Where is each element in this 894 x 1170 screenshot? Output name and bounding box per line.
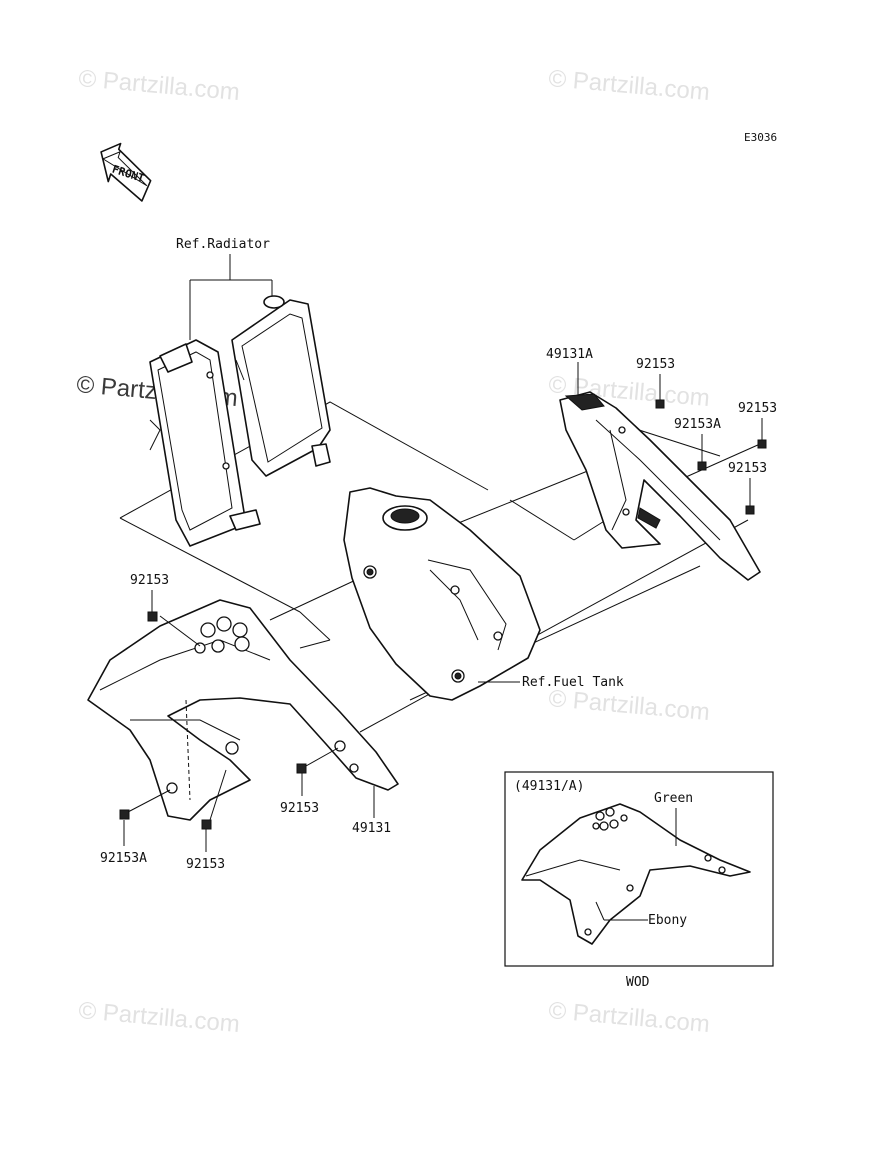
watermark: © Partzilla.com	[77, 997, 240, 1038]
diagram-code: E3036	[744, 131, 777, 144]
bolt-icon	[296, 763, 307, 774]
part-label-49131: 49131	[352, 821, 391, 836]
inset-title: (49131/A)	[514, 779, 584, 794]
bolt-icon	[119, 809, 130, 820]
part-label-92153-top4: 92153	[728, 461, 767, 476]
fuel-tank	[343, 487, 541, 701]
radiator-ref-label: Ref.Radiator	[176, 237, 270, 252]
inset-color-green: Green	[654, 791, 693, 806]
part-label-49131a: 49131A	[546, 347, 593, 362]
fuel-tank-ref-label: Ref.Fuel Tank	[522, 675, 624, 690]
inset-color-ebony: Ebony	[648, 913, 687, 928]
part-label-92153-top2: 92153	[738, 401, 777, 416]
bolt-icon	[147, 611, 158, 622]
bolt-icon	[757, 439, 767, 449]
shroud-left-49131	[87, 599, 399, 821]
bolt-icon	[201, 819, 212, 830]
radiator-right	[231, 295, 331, 477]
part-label-92153-left-top: 92153	[130, 573, 169, 588]
part-label-92153-left-mid: 92153	[280, 801, 319, 816]
watermark: © Partzilla.com	[547, 997, 710, 1038]
bolt-icon	[655, 399, 665, 409]
part-label-92153-bottom: 92153	[186, 857, 225, 872]
shroud-right-49131a	[559, 391, 761, 581]
part-label-92153-top1: 92153	[636, 357, 675, 372]
front-arrow-icon: FRONT	[100, 142, 152, 202]
part-label-92153a-top: 92153A	[674, 417, 721, 432]
inset-caption: WOD	[626, 975, 650, 990]
part-label-92153a-bottom: 92153A	[100, 851, 147, 866]
watermark: © Partzilla.com	[77, 65, 240, 106]
bolt-icon	[745, 505, 755, 515]
radiator-left	[149, 339, 261, 547]
color-variant-inset: (49131/A) Green Ebony	[504, 771, 774, 967]
watermark: © Partzilla.com	[547, 685, 710, 726]
bolt-icon	[697, 461, 707, 471]
watermark: © Partzilla.com	[547, 65, 710, 106]
